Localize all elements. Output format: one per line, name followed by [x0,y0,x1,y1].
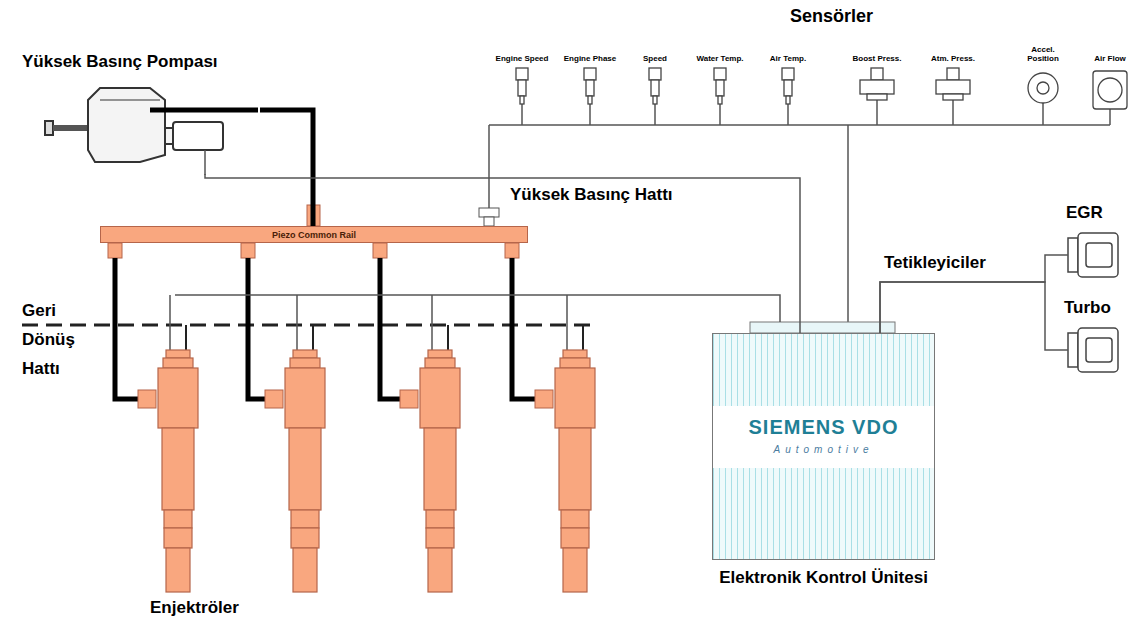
part-label: Yüksek Basınç Hattı [510,185,673,205]
sensor-label: Air Flow [1083,36,1137,64]
sensor-label: Atm. Press. [926,36,980,64]
actuator: EGR [1060,203,1134,277]
node-text: Automotive [713,442,934,468]
node-text: Elektronik Kontrol Ünitesi [683,568,964,588]
node-text: Piezo Common Rail [272,230,356,240]
wire [204,150,206,175]
wire [175,295,780,322]
rail-sensor [479,208,499,217]
control-wire [205,174,800,333]
part-label: Sensörler [790,6,873,27]
common-rail: Piezo Common Rail [100,226,528,243]
node-text: Yüksek Basınç Pompası [22,52,260,72]
pump-drawing [45,88,223,162]
part-label: Geri Dönüş Hattı [22,296,97,383]
sensor-label: Speed [628,36,682,64]
sensor-label: Engine Phase [563,36,617,64]
sensor-icon [516,68,1127,109]
ecu-connector [750,322,895,333]
pressure-line [150,108,258,113]
injectors [108,243,780,592]
node-text: SIEMENS VDO [713,406,934,442]
rail-sensor [484,217,494,226]
node-text: EGR [1066,203,1134,223]
sensor-label: Water Temp. [693,36,747,64]
sensor-label: Boost Press. [850,36,904,64]
sensor-label: Accel. Position [1016,36,1070,64]
sensor-label: Air Temp. [761,36,815,64]
pressure-line [260,110,313,226]
sensor-label: Engine Speed [495,36,549,64]
part-label: Tetikleyiciler [884,253,986,273]
control-unit: SIEMENS VDOAutomotiveElektronik Kontrol … [712,333,935,560]
actuator: Turbo [1060,298,1138,372]
part-label: Enjektröler [150,598,239,618]
node-text: Turbo [1064,298,1138,318]
pump-unit: Yüksek Basınç Pompası [22,52,260,174]
